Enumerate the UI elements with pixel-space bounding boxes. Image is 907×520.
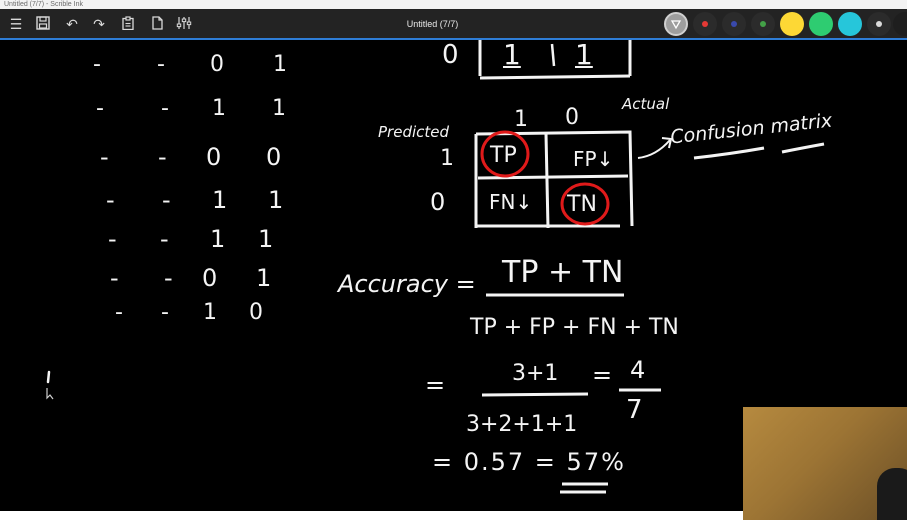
new-page-icon[interactable]: [149, 16, 165, 32]
row-cell: -: [93, 52, 101, 77]
accuracy-numerator: TP + TN: [502, 255, 624, 290]
row-cell: -: [115, 300, 123, 325]
redo-icon[interactable]: ↷: [93, 16, 105, 32]
color-swatch-light-green[interactable]: [809, 12, 833, 36]
toolbar: ☰ ↶ ↷ Untitled (7/7): [0, 9, 907, 40]
row-cell: 1: [268, 186, 284, 214]
top-row-second: 1: [503, 38, 521, 71]
color-swatch-yellow[interactable]: [780, 12, 804, 36]
cell-tp: TP: [490, 143, 517, 168]
color-swatch-red[interactable]: [693, 12, 717, 36]
step1-equals: =: [425, 371, 446, 399]
predicted-label: Predicted: [378, 123, 450, 141]
undo-icon[interactable]: ↶: [66, 16, 78, 32]
note-underline: [693, 142, 825, 160]
menu-icon[interactable]: ☰: [9, 16, 23, 32]
row-cell: -: [161, 300, 169, 325]
result-double-underline: [560, 482, 608, 494]
row-cell: -: [158, 143, 167, 171]
matrix-col-header: 1: [514, 107, 528, 132]
accuracy-fraction-bar: [486, 293, 624, 297]
row-cell: 0: [266, 143, 282, 171]
color-swatch-gray[interactable]: [664, 12, 688, 36]
cell-fp: FP↓: [573, 147, 614, 171]
color-swatch-cyan[interactable]: [838, 12, 862, 36]
row-cell: -: [162, 186, 171, 214]
matrix-row-header: 1: [440, 146, 454, 171]
row-cell: -: [96, 96, 104, 121]
row-cell: 1: [273, 52, 287, 77]
step1-equals-2: =: [592, 361, 613, 389]
save-icon[interactable]: [35, 16, 51, 32]
row-cell: 0: [206, 143, 222, 171]
top-row-first: 0: [442, 40, 459, 70]
row-cell: 0: [249, 300, 263, 325]
simplified-numerator: 4: [630, 356, 646, 384]
color-swatch-green[interactable]: [751, 12, 775, 36]
row-cell: 1: [210, 225, 226, 253]
row-cell: -: [108, 225, 117, 253]
row-cell: 1: [258, 225, 274, 253]
simplified-denominator: 7: [626, 395, 643, 425]
tp-highlight-circle: [480, 130, 530, 178]
color-swatch-white[interactable]: [867, 12, 891, 36]
matrix-col-header: 0: [565, 105, 579, 130]
matrix-arrow-icon: [637, 137, 673, 159]
presenter-video: [877, 468, 907, 520]
accuracy-label: Accuracy =: [338, 270, 476, 298]
row-cell: -: [106, 186, 115, 214]
color-swatch-black[interactable]: [893, 12, 907, 36]
os-window-title: Untitled (7/7) - Scrible Ink: [0, 0, 907, 9]
whiteboard-canvas[interactable]: - - 0 1 - - 1 1 - - 0 0 - - 1 1: [0, 38, 907, 511]
highlight-circles: [480, 130, 610, 226]
paste-icon[interactable]: [120, 16, 136, 32]
cell-fn: FN↓: [489, 190, 533, 214]
row-cell: 1: [272, 96, 286, 121]
matrix-row-header: 0: [430, 188, 446, 216]
top-row-third: 1: [575, 38, 593, 71]
color-swatch-blue[interactable]: [722, 12, 746, 36]
document-title: Untitled (7/7): [406, 19, 459, 29]
accuracy-denominator: TP + FP + FN + TN: [470, 315, 679, 340]
row-cell: -: [164, 264, 173, 292]
row-cell: 0: [210, 52, 224, 77]
pen-settings-icon[interactable]: [176, 16, 192, 32]
accuracy-result: = 0.57 = 57%: [432, 448, 626, 476]
row-cell: -: [160, 225, 169, 253]
row-cell: -: [161, 96, 169, 121]
row-cell: 1: [203, 300, 217, 325]
tn-highlight-circle: [560, 182, 610, 226]
row-cell: -: [100, 143, 109, 171]
row-cell: 1: [212, 186, 228, 214]
row-cell: 1: [256, 264, 272, 292]
row-cell: -: [110, 264, 119, 292]
step1-numerator: 3+1: [512, 361, 559, 386]
step1-denominator: 3+2+1+1: [466, 412, 578, 437]
simplified-fraction-bar: [619, 388, 661, 392]
row-cell: 0: [202, 264, 218, 292]
top-row-bracket: [478, 40, 632, 80]
matrix-grid: [474, 130, 634, 229]
cell-tn: TN: [567, 192, 597, 217]
row-cell: -: [157, 52, 165, 77]
actual-label: Actual: [622, 95, 670, 113]
cursor-icon: [46, 370, 54, 400]
step1-fraction-bar: [481, 392, 589, 397]
row-cell: 1: [212, 96, 226, 121]
app-window: ☰ ↶ ↷ Untitled (7/7) -: [0, 9, 907, 520]
webcam-overlay: [743, 407, 907, 520]
